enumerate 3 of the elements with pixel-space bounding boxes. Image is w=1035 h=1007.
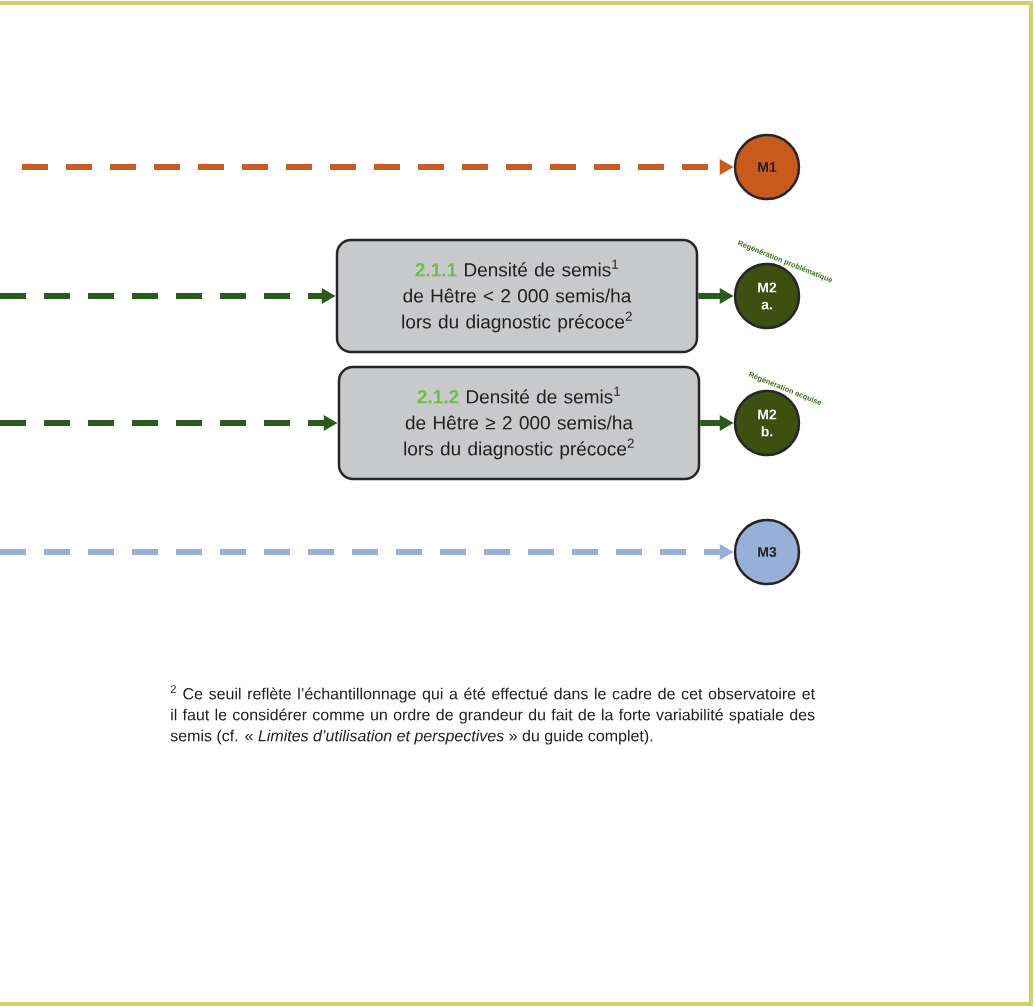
criterion-box: 2.1.2 Densité de semis$^{1}$ de Hêtre ≥ 2 000 semis/ha lors du diagnostic précoce$^{2}$	[337, 365, 701, 481]
criterion-box: 2.1.1 Densité de semis$^{1}$ de Hêtre < 2 000 semis/ha lors du diagnostic précoce$^{2}$	[335, 238, 699, 354]
footnote-text: $^{2}$ Ce seuil reflète l’échantillonnage qui a été effectué dans le cadre de cet observatoire et il faut le considérer comme un ordre de grandeur du fait de la forte variabilité spatiale des semis (cf. « Limites d’utilisation et perspectives » du guide complet).	[170, 685, 815, 745]
